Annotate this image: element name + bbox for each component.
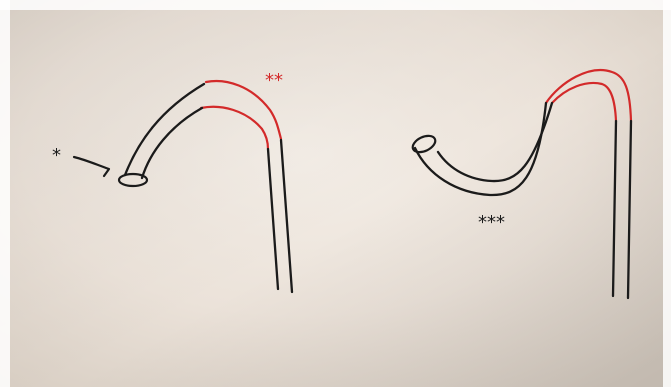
right-triple-asterisk: ***	[478, 212, 505, 233]
left-single-asterisk: *	[52, 145, 61, 166]
top-white-edge	[0, 0, 671, 10]
left-white-edge	[0, 0, 10, 387]
right-white-edge	[663, 0, 671, 387]
left-red-double-asterisk: **	[265, 70, 283, 91]
